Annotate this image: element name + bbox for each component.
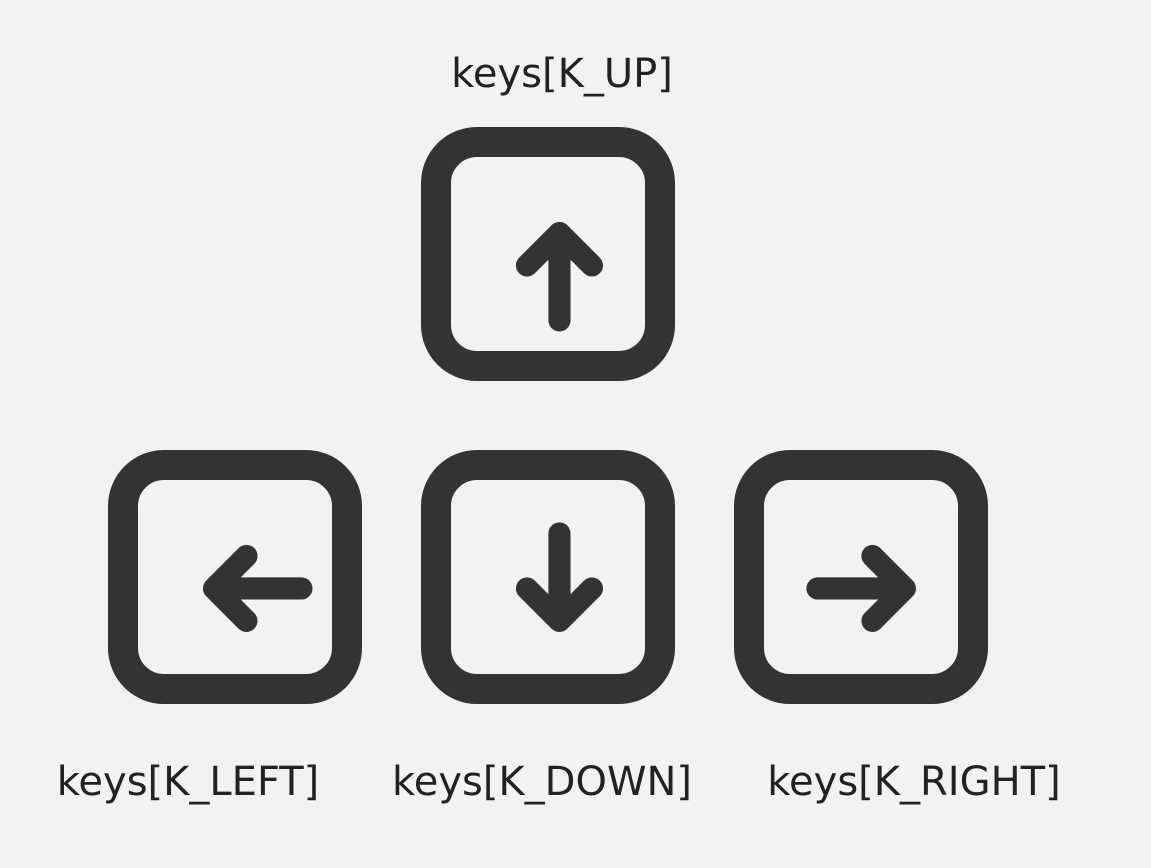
key-right-label: keys[K_RIGHT] bbox=[767, 759, 1061, 805]
arrow-right-icon bbox=[806, 544, 916, 632]
key-right bbox=[734, 450, 988, 704]
key-down bbox=[421, 450, 675, 704]
arrow-left-icon bbox=[202, 544, 313, 632]
key-left-label: keys[K_LEFT] bbox=[56, 759, 320, 805]
key-up-label: keys[K_UP] bbox=[451, 51, 673, 97]
arrow-up-icon bbox=[515, 221, 603, 332]
key-left bbox=[108, 450, 362, 704]
key-up bbox=[421, 127, 675, 381]
key-down-label: keys[K_DOWN] bbox=[391, 759, 693, 805]
arrow-down-icon bbox=[515, 522, 603, 632]
